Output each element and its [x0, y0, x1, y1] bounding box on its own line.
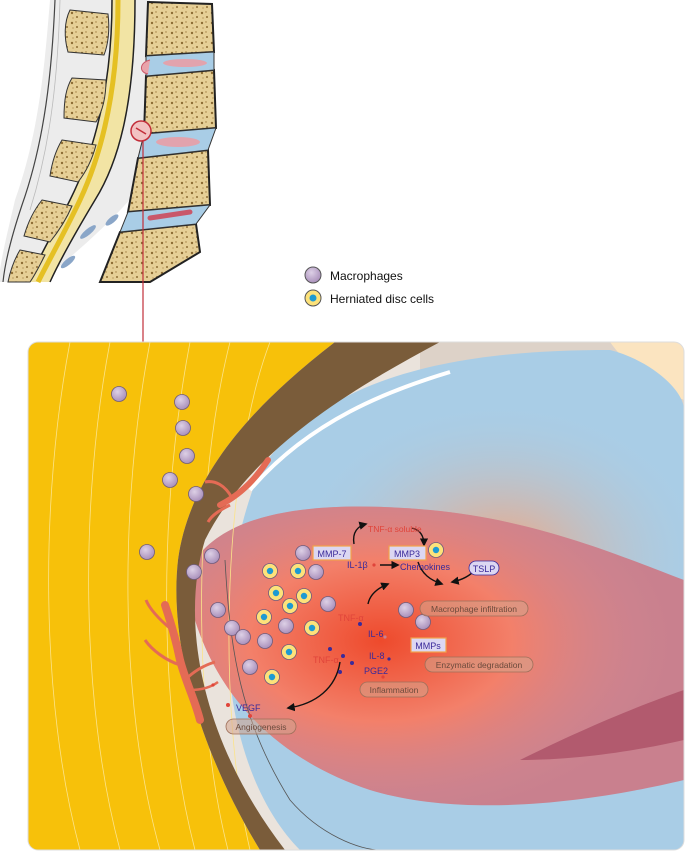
process-inflammation: Inflammation — [370, 685, 419, 695]
process-angiogenesis: Angiogenesis — [235, 722, 286, 732]
macrophage-cell — [175, 420, 191, 436]
label-pge2: PGE2 — [364, 666, 388, 676]
disc-cell — [304, 620, 320, 636]
label-vegf: VEGF — [236, 703, 261, 713]
macrophage-cell — [257, 633, 273, 649]
macrophage-cell — [295, 545, 311, 561]
disc-cell — [290, 563, 306, 579]
macrophage-cell — [415, 614, 431, 630]
disc-cell — [281, 644, 297, 660]
disc-cell — [296, 588, 312, 604]
disc-cell — [256, 609, 272, 625]
macrophage-cell — [235, 629, 251, 645]
label-tnf-soluble: TNF-α soluble — [368, 524, 422, 534]
macrophage-cell — [224, 620, 240, 636]
label-il6: IL-6 — [368, 629, 384, 639]
label-mmp3: MMP3 — [394, 549, 420, 559]
macrophage-cell — [139, 544, 155, 560]
annotation-layer: Macrophage infiltration Enzymatic degrad… — [211, 521, 534, 735]
disc-cell — [264, 669, 280, 685]
macrophage-cell — [179, 448, 195, 464]
macrophage-cell — [398, 602, 414, 618]
legend-disc-cell-icon — [304, 289, 322, 307]
disc-cell — [268, 585, 284, 601]
label-tnf-a-1: TNF-α — [338, 613, 364, 623]
zoom-panel — [28, 342, 684, 850]
macrophage-cell — [204, 548, 220, 564]
label-tnf-a-2: TNF-α — [313, 655, 339, 665]
legend: Macrophages Herniated disc cells — [304, 266, 434, 307]
legend-disc-cells-label: Herniated disc cells — [330, 292, 434, 306]
label-mmps: MMPs — [415, 641, 441, 651]
macrophage-cell — [320, 596, 336, 612]
macrophage-cell — [278, 618, 294, 634]
disc-cell — [428, 542, 444, 558]
cells-layer — [111, 386, 444, 685]
macrophage-cell — [242, 659, 258, 675]
legend-macrophage-icon — [304, 266, 322, 284]
macrophage-cell — [162, 472, 178, 488]
disc-cell — [262, 563, 278, 579]
macrophage-cell — [111, 386, 127, 402]
macrophage-cell — [174, 394, 190, 410]
process-macrophage-infiltration: Macrophage infiltration — [431, 604, 517, 614]
spine-illustration — [0, 0, 218, 342]
panel-border — [27, 341, 685, 851]
label-chemokines: Chemokines — [400, 562, 451, 572]
legend-macrophages-label: Macrophages — [330, 269, 403, 283]
macrophage-cell — [188, 486, 204, 502]
label-il8: IL-8 — [369, 651, 385, 661]
disc-cell — [282, 598, 298, 614]
process-enzymatic-degradation: Enzymatic degradation — [436, 660, 523, 670]
macrophage-cell — [210, 602, 226, 618]
label-mmp7: MMP-7 — [318, 549, 347, 559]
macrophage-cell — [308, 564, 324, 580]
macrophage-cell — [186, 564, 202, 580]
label-il1b: IL-1β — [347, 560, 368, 570]
label-tslp: TSLP — [473, 564, 496, 574]
